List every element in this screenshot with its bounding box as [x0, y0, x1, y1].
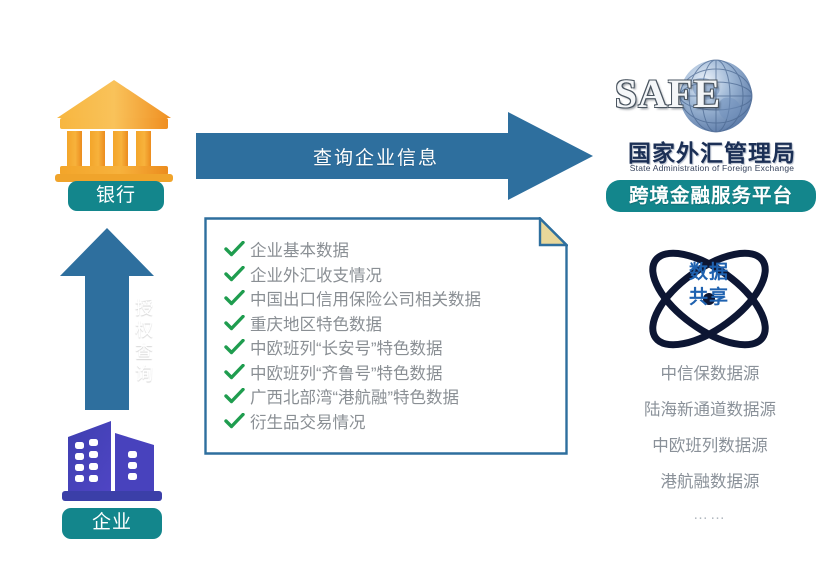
check-icon	[224, 265, 245, 282]
list-item: 中欧班列“长安号”特色数据	[224, 335, 554, 360]
check-icon	[224, 290, 245, 306]
list-item: 港航融数据源	[660, 473, 760, 491]
list-item-label: 中欧班列“齐鲁号”特色数据	[250, 364, 443, 383]
list-item: 广西北部湾“港航融”特色数据	[224, 384, 554, 409]
data-items-note: 企业基本数据 企业外汇收支情况 中国出口信用保险公司相关数据 重庆地区特色数据	[204, 217, 568, 455]
enterprise-label: 企业	[62, 508, 162, 539]
list-item-label: 重庆地区特色数据	[250, 315, 382, 334]
list-item: 陆海新通道数据源	[644, 401, 776, 419]
query-arrow-label: 查询企业信息	[312, 147, 439, 169]
safe-logo-block: SAFE 国家外汇管理局 State Administration of For…	[598, 58, 826, 214]
list-item-label: 广西北部湾“港航融”特色数据	[250, 389, 459, 407]
data-source-ellipsis: ……	[693, 506, 727, 523]
list-item-label: 企业基本数据	[250, 242, 349, 260]
data-items-list: 企业基本数据 企业外汇收支情况 中国出口信用保险公司相关数据 重庆地区特色数据	[224, 237, 554, 433]
safe-name-en: State Administration of Foreign Exchange	[629, 163, 795, 173]
data-source-list: 中信保数据源 陆海新通道数据源 中欧班列数据源 港航融数据源 ……	[598, 356, 822, 530]
bank-building-icon	[54, 78, 174, 182]
list-item: 中欧班列数据源	[652, 437, 768, 455]
bank-node: 银行	[40, 78, 188, 212]
data-sharing-label-line2: 共享	[688, 287, 729, 308]
folded-corner-note-icon	[204, 217, 568, 455]
authorize-arrow: 授权查询	[58, 228, 156, 410]
list-item-label: 中国出口信用保险公司相关数据	[250, 291, 481, 309]
globe-icon	[646, 58, 786, 136]
office-buildings-icon	[58, 415, 166, 511]
check-icon	[224, 363, 245, 380]
bank-label: 银行	[68, 181, 164, 211]
data-sharing-label-line1: 数据	[688, 262, 729, 283]
enterprise-node: 企业	[36, 415, 188, 541]
query-arrow: 查询企业信息	[196, 112, 594, 200]
safe-acronym: SAFE	[614, 71, 722, 116]
check-icon	[224, 241, 245, 257]
list-item: 中欧班列“齐鲁号”特色数据	[224, 360, 554, 385]
atom-orbit-icon	[649, 249, 769, 349]
list-item: 企业外汇收支情况	[224, 262, 554, 287]
list-item: 衍生品交易情况	[224, 409, 554, 434]
list-item: 中国出口信用保险公司相关数据	[224, 286, 554, 311]
check-icon	[224, 388, 245, 404]
check-icon	[224, 339, 245, 355]
check-icon	[224, 412, 245, 429]
list-item: 重庆地区特色数据	[224, 311, 554, 336]
cross-border-platform-badge: 跨境金融服务平台	[606, 180, 816, 212]
list-item-label: 中欧班列“长安号”特色数据	[250, 340, 443, 358]
check-icon	[224, 314, 245, 331]
list-item: 中信保数据源	[660, 365, 760, 383]
safe-name-cn: 国家外汇管理局	[628, 140, 796, 166]
up-arrow-icon	[60, 228, 154, 410]
list-item-label: 衍生品交易情况	[250, 413, 366, 432]
data-sharing-label: 数据 共享	[620, 260, 798, 310]
right-arrow-icon	[196, 112, 593, 200]
list-item: 企业基本数据	[224, 237, 554, 262]
data-sharing-node: 数据 共享	[620, 238, 798, 360]
list-item-label: 企业外汇收支情况	[250, 266, 382, 285]
authorize-arrow-label: 授权查询	[133, 298, 153, 386]
